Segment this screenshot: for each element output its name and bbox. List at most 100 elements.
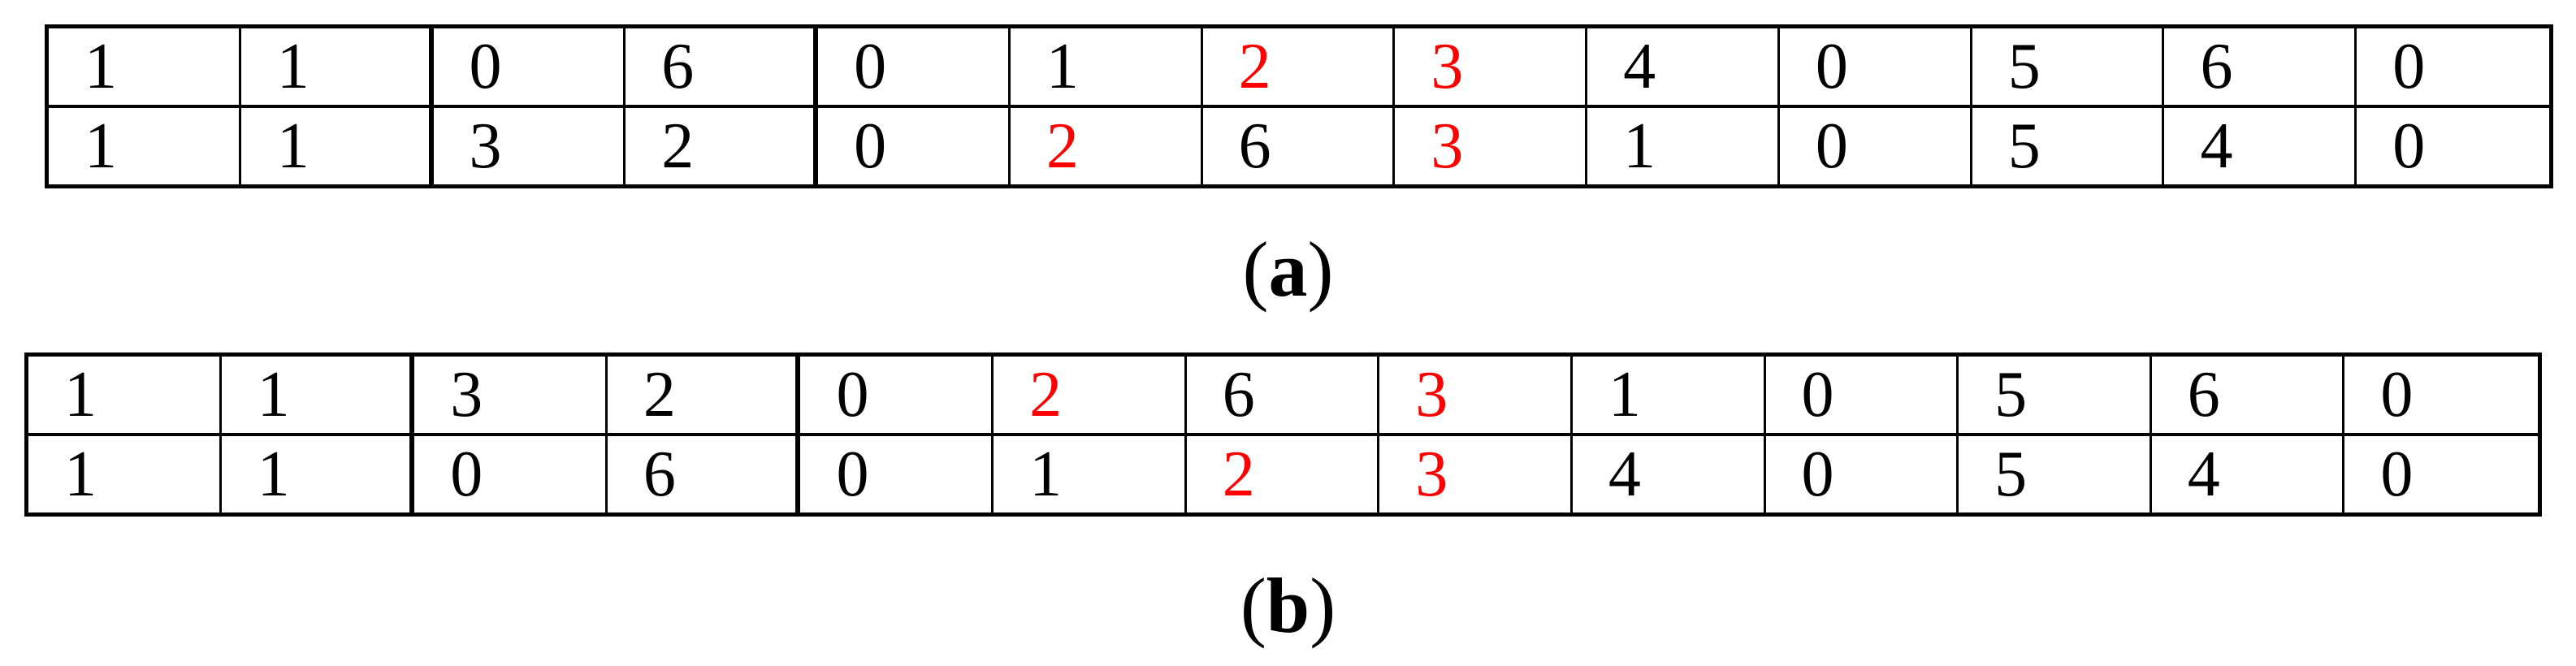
cell-value: 3 <box>1415 439 1448 510</box>
cell-value: 1 <box>84 31 117 102</box>
cell-value: 0 <box>1801 359 1834 430</box>
table-cell: 0 <box>2357 28 2549 105</box>
cell-value: 2 <box>1029 359 1063 430</box>
table-cell: 3 <box>1379 357 1573 433</box>
caption-b-letter: b <box>1266 562 1310 649</box>
cell-value: 1 <box>276 31 310 102</box>
cell-value: 1 <box>257 359 290 430</box>
cell-value: 5 <box>2007 110 2041 182</box>
table-cell: 3 <box>1395 28 1588 105</box>
cell-value: 4 <box>2200 110 2233 182</box>
table-cell: 1 <box>1011 28 1203 105</box>
table-cell: 6 <box>608 436 801 512</box>
table-cell: 1 <box>1587 108 1780 184</box>
table-cell: 4 <box>2152 436 2345 512</box>
cell-value: 1 <box>64 439 97 510</box>
table-cell: 3 <box>434 108 626 184</box>
table-cell: 0 <box>2344 357 2538 433</box>
table-cell: 5 <box>1959 436 2152 512</box>
cell-value: 0 <box>1801 439 1834 510</box>
table-cell: 0 <box>800 436 994 512</box>
table-cell: 1 <box>49 28 241 105</box>
table-cell: 2 <box>1203 28 1396 105</box>
table-cell: 3 <box>414 357 608 433</box>
cell-value: 6 <box>643 439 676 510</box>
cell-value: 0 <box>854 31 887 102</box>
cell-value: 0 <box>1815 31 1848 102</box>
table-cell: 3 <box>1395 108 1588 184</box>
table-cell: 2 <box>994 357 1187 433</box>
cell-value: 0 <box>2392 31 2426 102</box>
cell-value: 2 <box>1238 31 1271 102</box>
table-cell: 5 <box>1972 108 2165 184</box>
table-cell: 0 <box>1780 108 1972 184</box>
table-cell: 6 <box>626 28 819 105</box>
table-cell: 1 <box>241 28 434 105</box>
cell-value: 6 <box>1222 359 1255 430</box>
cell-value: 0 <box>2392 110 2426 182</box>
table-cell: 0 <box>2357 108 2549 184</box>
cell-value: 3 <box>1431 31 1464 102</box>
cell-value: 0 <box>836 439 869 510</box>
cell-value: 5 <box>1994 359 2028 430</box>
caption-a-close-paren: ) <box>1307 226 1334 313</box>
table-cell: 2 <box>1011 108 1203 184</box>
cell-value: 0 <box>450 439 483 510</box>
table-cell: 1 <box>222 357 415 433</box>
table-cell: 0 <box>818 108 1011 184</box>
cell-value: 6 <box>2200 31 2233 102</box>
table-cell: 1 <box>28 357 222 433</box>
cell-value: 3 <box>1431 110 1464 182</box>
cell-value: 1 <box>276 110 310 182</box>
table-cell: 1 <box>994 436 1187 512</box>
table-cell: 4 <box>2164 108 2357 184</box>
caption-b: (b) <box>0 562 2576 649</box>
cell-value: 2 <box>643 359 676 430</box>
table-cell: 1 <box>1573 357 1766 433</box>
cell-value: 0 <box>854 110 887 182</box>
cell-value: 3 <box>450 359 483 430</box>
table-cell: 5 <box>1959 357 2152 433</box>
table-cell: 1 <box>28 436 222 512</box>
table-cell: 2 <box>1187 436 1380 512</box>
cell-value: 0 <box>2380 359 2414 430</box>
cell-value: 4 <box>1608 439 1641 510</box>
table-cell: 0 <box>414 436 608 512</box>
cell-value: 0 <box>469 31 502 102</box>
table-cell: 0 <box>1766 436 1959 512</box>
caption-a-open-paren: ( <box>1242 226 1269 313</box>
cell-value: 2 <box>661 110 695 182</box>
cell-value: 5 <box>1994 439 2028 510</box>
cell-value: 0 <box>2380 439 2414 510</box>
table-cell: 0 <box>800 357 994 433</box>
cell-value: 6 <box>661 31 695 102</box>
cell-value: 4 <box>1623 31 1656 102</box>
table-cell: 1 <box>49 108 241 184</box>
cell-value: 1 <box>1623 110 1656 182</box>
table-cell: 0 <box>1780 28 1972 105</box>
table-cell: 0 <box>818 28 1011 105</box>
table-cell: 2 <box>626 108 819 184</box>
cell-value: 1 <box>257 439 290 510</box>
cell-value: 2 <box>1046 110 1079 182</box>
cell-value: 2 <box>1222 439 1255 510</box>
caption-a-letter: a <box>1268 226 1308 313</box>
cell-value: 1 <box>1046 31 1079 102</box>
table-cell: 2 <box>608 357 801 433</box>
cell-value: 6 <box>1238 110 1271 182</box>
cell-value: 3 <box>469 110 502 182</box>
cell-value: 1 <box>84 110 117 182</box>
cell-value: 0 <box>836 359 869 430</box>
table-cell: 6 <box>2152 357 2345 433</box>
table-cell: 3 <box>1379 436 1573 512</box>
table-cell: 0 <box>434 28 626 105</box>
table-cell: 6 <box>1187 357 1380 433</box>
cell-value: 1 <box>1608 359 1641 430</box>
cell-value: 6 <box>2187 359 2220 430</box>
